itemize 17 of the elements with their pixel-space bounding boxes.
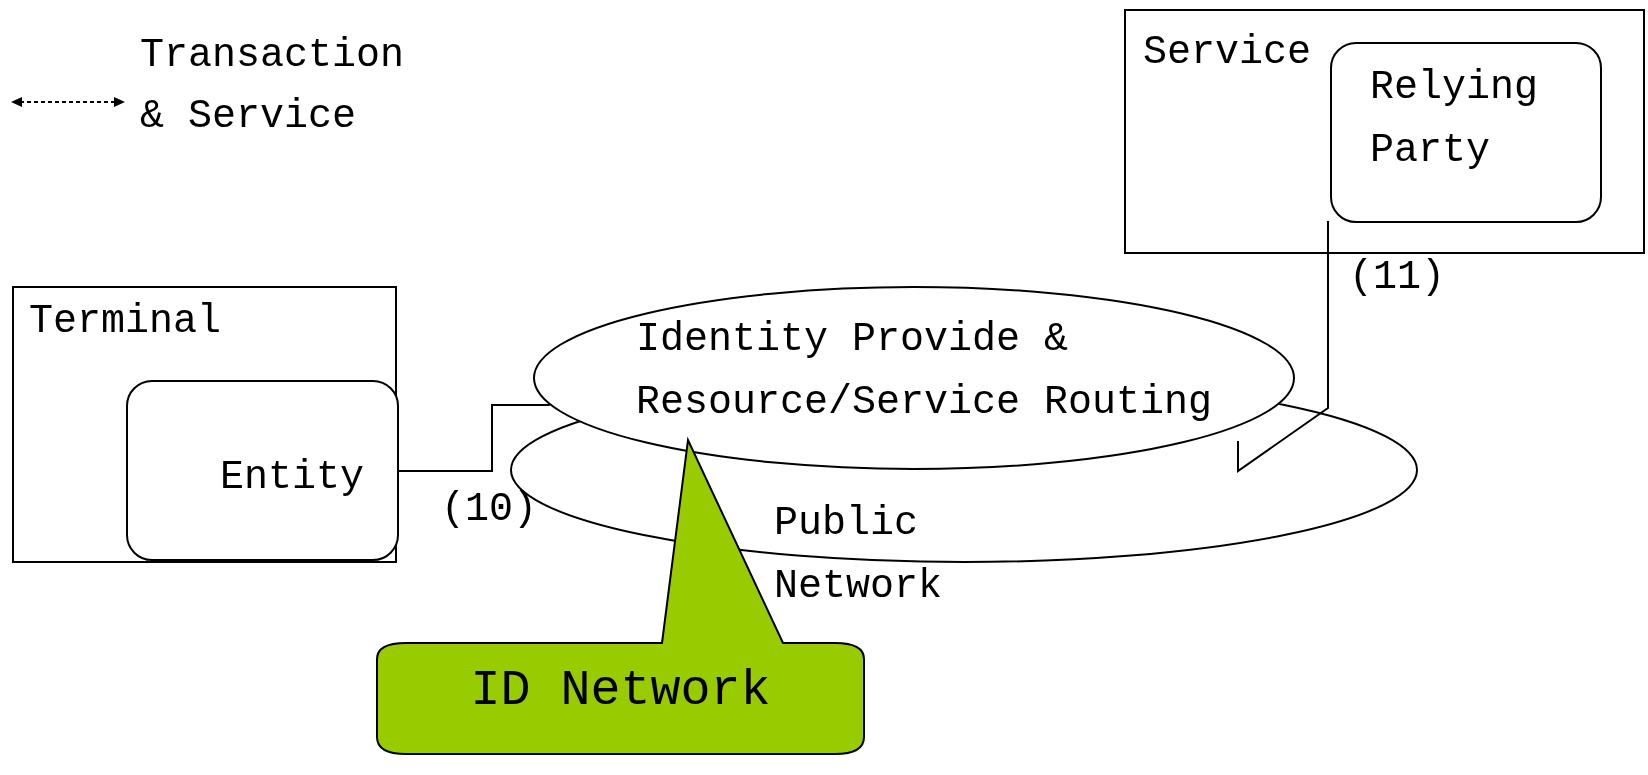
node-label: Service xyxy=(1143,29,1313,77)
connector-line xyxy=(396,404,551,472)
service-box xyxy=(1124,9,1645,254)
node-label: Public Network xyxy=(774,500,944,611)
callout-label: ID Network xyxy=(469,661,772,721)
node-label: Relying Party xyxy=(1370,64,1540,175)
terminal-box xyxy=(12,286,397,563)
entity-box xyxy=(126,380,399,561)
relying-party-box xyxy=(1330,42,1602,223)
connector-line xyxy=(1237,220,1329,473)
edge-label: (11) xyxy=(1349,256,1445,300)
node-label: Entity xyxy=(220,454,366,502)
identity-ellipse xyxy=(533,286,1295,470)
legend-label: Transaction & Service xyxy=(140,32,405,141)
node-label: Identity Provide & Resource/Service Routing xyxy=(636,316,1214,427)
node-label: Terminal xyxy=(29,298,223,346)
edge-label: (10) xyxy=(441,488,537,532)
